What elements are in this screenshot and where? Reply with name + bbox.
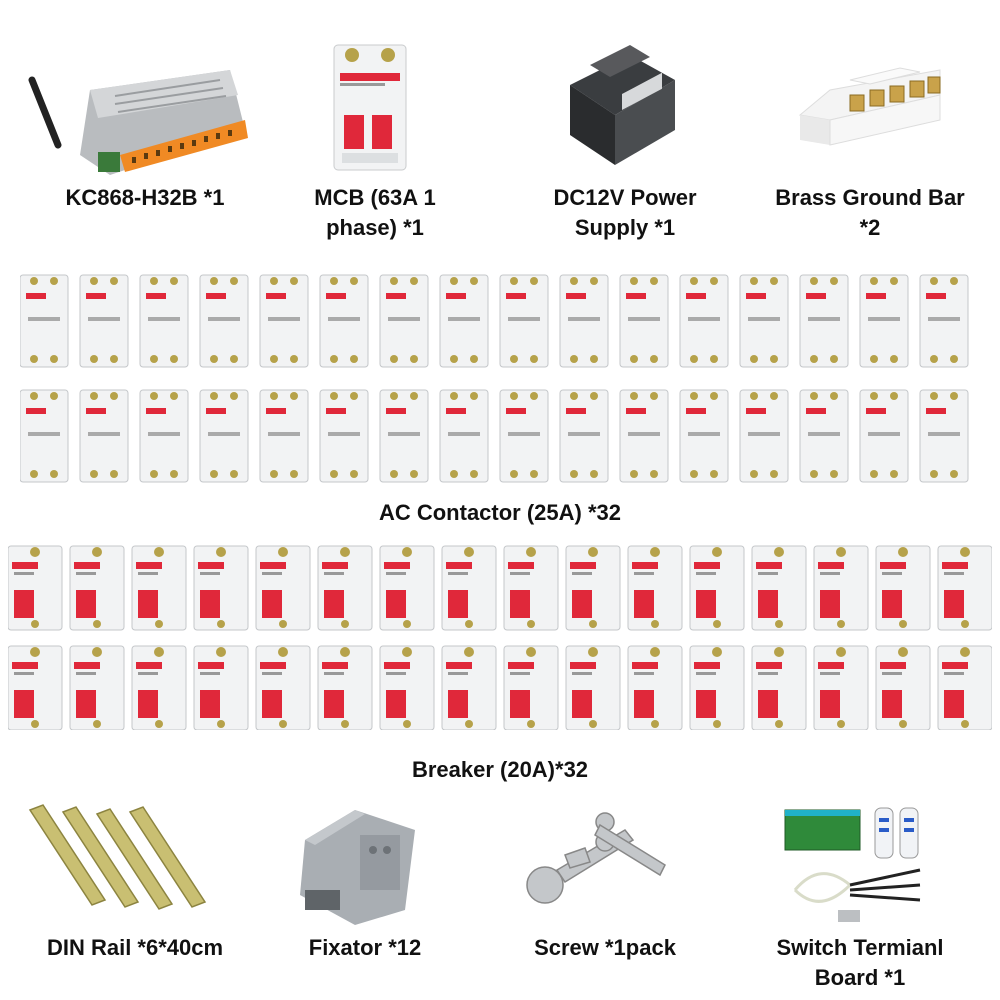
breaker-row-bottom (8, 645, 992, 730)
din-rail-label: DIN Rail *6*40cm (46, 935, 224, 960)
mcb-label: MCB (63A 1 phase) *1 (314, 185, 436, 240)
switch-terminal-board-label: Switch Termianl Board *1 (776, 935, 944, 990)
controller-label: KC868-H32B *1 (65, 185, 225, 210)
fixator-icon (285, 800, 435, 925)
contactor-row-top (20, 274, 969, 368)
screw-icon (505, 810, 675, 910)
din-rail-icon (25, 800, 225, 910)
mcb-icon (330, 35, 410, 175)
breaker-grid (8, 540, 992, 730)
power-supply-icon (560, 25, 680, 175)
controller-board-icon (20, 60, 250, 180)
contactor-row-bottom (20, 389, 969, 483)
power-supply-label: DC12V Power Supply *1 (553, 185, 697, 240)
contactor-label: AC Contactor (25A) *32 (378, 500, 622, 525)
ground-bar-icon (790, 40, 950, 155)
switch-terminal-board-icon (780, 800, 940, 925)
fixator-label: Fixator *12 (308, 935, 422, 960)
contactor-grid (20, 265, 980, 495)
breaker-label: Breaker (20A)*32 (411, 757, 589, 782)
ground-bar-label: Brass Ground Bar *2 (775, 185, 965, 240)
breaker-row-top (8, 545, 992, 631)
screw-label: Screw *1pack (534, 935, 676, 960)
